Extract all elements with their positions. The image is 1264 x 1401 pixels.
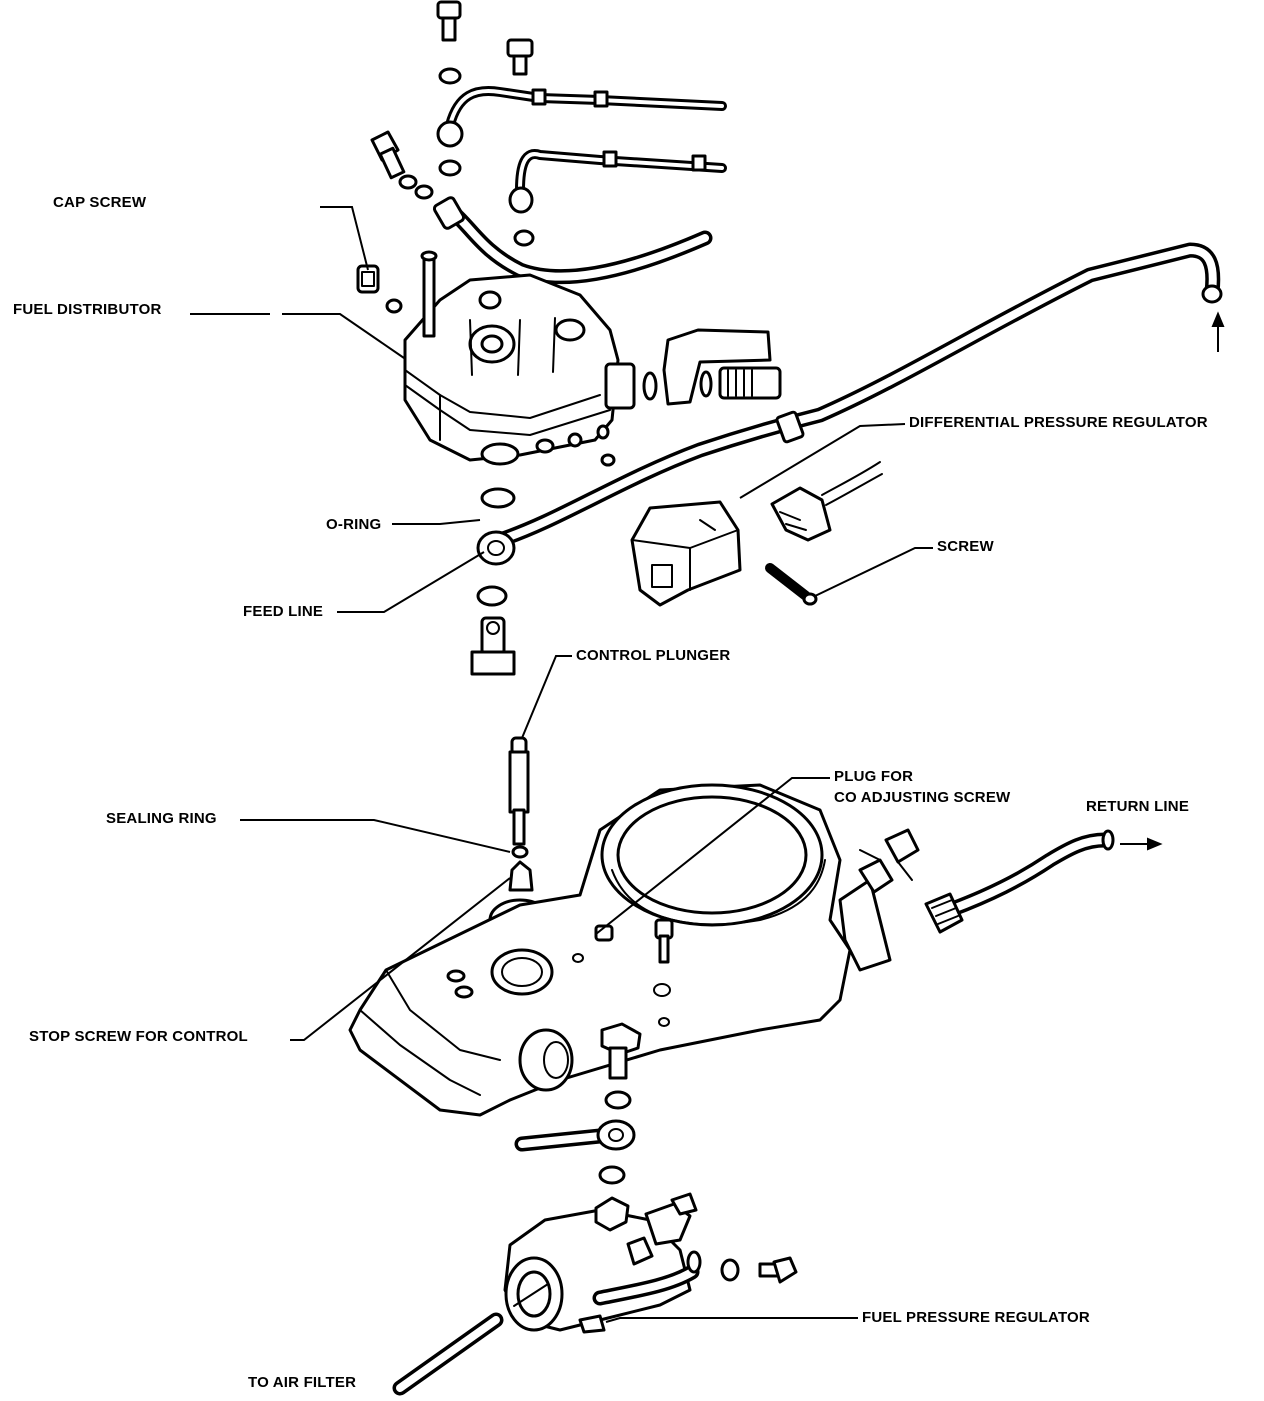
o-ring-feed-line (476, 585, 508, 607)
lower-fuel-line-banjo (514, 1119, 636, 1152)
label-co-adjusting-screw: CO ADJUSTING SCREW (834, 789, 1011, 806)
label-fuel-pressure-regulator: FUEL PRESSURE REGULATOR (862, 1309, 1090, 1326)
label-control-plunger: CONTROL PLUNGER (576, 647, 731, 664)
label-o-ring: O-RING (326, 516, 382, 533)
side-fitting (662, 328, 782, 406)
feed-line-banjo (476, 530, 516, 566)
o-ring-left-2 (414, 184, 434, 200)
label-to-air-filter: TO AIR FILTER (248, 1374, 357, 1391)
label-cap-screw: CAP SCREW (53, 194, 147, 211)
o-ring-regulator (720, 1258, 740, 1282)
diff-regulator-connector (770, 461, 883, 542)
label-screw: SCREW (937, 538, 994, 555)
screw-part (765, 563, 818, 606)
label-fuel-distributor: FUEL DISTRIBUTOR (13, 301, 162, 318)
stop-screw-part (508, 860, 534, 892)
upper-left-bolt (370, 130, 406, 180)
label-plug-for: PLUG FOR (834, 768, 914, 785)
leader-control-plunger (521, 655, 572, 739)
o-ring-left-1 (398, 174, 418, 190)
regulator-bolt (758, 1256, 798, 1284)
return-flow-arrow (1120, 837, 1163, 851)
leader-plug-co (595, 777, 830, 935)
leader-feed-line (337, 551, 485, 613)
lower-banjo-bolt (600, 1022, 642, 1080)
leader-fuel-distributor (190, 313, 405, 359)
return-line-hose (924, 829, 1115, 934)
leader-screw (814, 547, 933, 597)
leader-lines (190, 206, 933, 1323)
o-ring-lower-1 (604, 1090, 632, 1110)
fuel-pressure-regulator-part (503, 1192, 702, 1334)
flow-arrow-up (1211, 311, 1225, 352)
leader-cap-screw (320, 206, 369, 271)
housing-clamp (838, 828, 920, 972)
fuel-distributor-part (403, 250, 636, 467)
control-plunger-part (508, 736, 530, 846)
o-ring-part (480, 487, 516, 509)
leader-fuel-pressure-regulator (605, 1317, 858, 1323)
distributor-feed-hose (432, 196, 713, 285)
o-ring-top-2 (438, 159, 462, 177)
leader-stop-screw (290, 877, 511, 1041)
leader-o-ring (392, 519, 481, 525)
differential-pressure-regulator-part (630, 500, 742, 607)
o-ring-lower-2 (598, 1165, 626, 1185)
long-feed-pipe (492, 242, 1223, 548)
o-ring-top-1 (438, 67, 462, 85)
o-ring-top-3 (513, 229, 535, 247)
air-flow-sensor-housing (348, 783, 852, 1117)
sealing-ring-part (511, 845, 529, 859)
label-differential-pressure-regulator: DIFFERENTIAL PRESSURE REGULATOR (909, 414, 1208, 431)
air-filter-hose (392, 1312, 504, 1396)
feed-line-bolt (470, 616, 516, 676)
label-sealing-ring: SEALING RING (106, 810, 217, 827)
injector-line-upper (436, 86, 727, 148)
o-ring-cap (385, 298, 403, 314)
label-stop-screw-for-control: STOP SCREW FOR CONTROL (29, 1028, 248, 1045)
leader-sealing-ring (240, 819, 511, 853)
label-feed-line: FEED LINE (243, 603, 324, 620)
leader-diff-regulator (739, 423, 906, 499)
top-banjo-bolt (436, 0, 462, 42)
o-ring-distributor-side (642, 371, 658, 401)
top-bolt-2 (506, 38, 534, 76)
injector-line-middle (508, 149, 727, 214)
label-return-line: RETURN LINE (1086, 798, 1190, 815)
